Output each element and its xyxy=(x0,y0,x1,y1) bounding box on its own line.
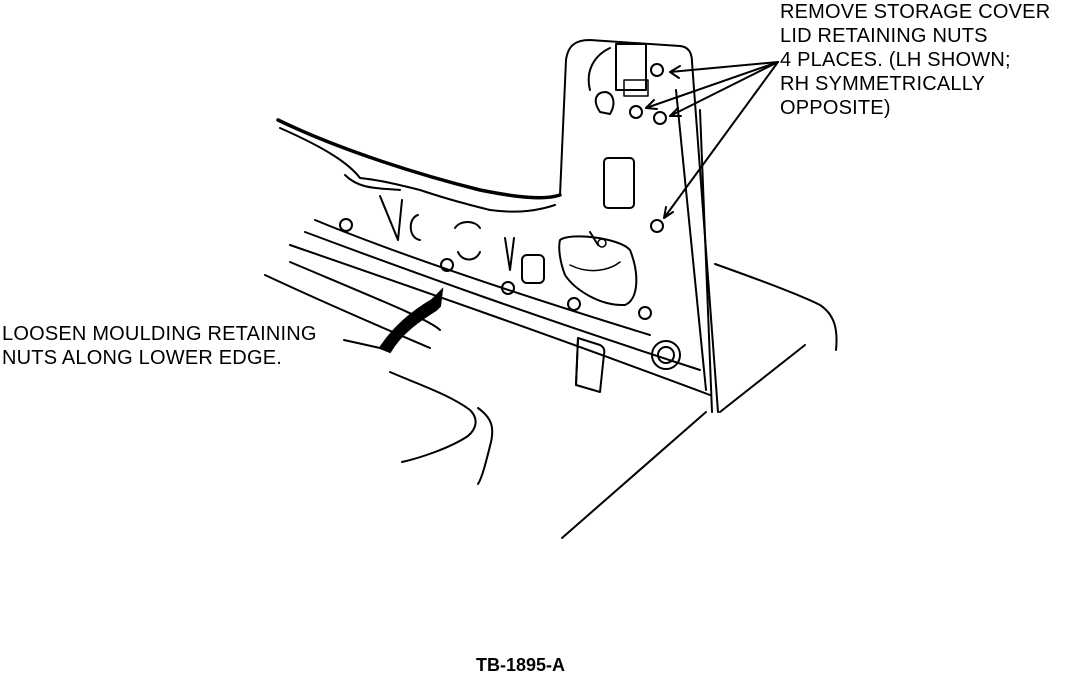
lower-moulding xyxy=(289,219,711,396)
clip-slot xyxy=(521,254,545,284)
grommet xyxy=(651,340,681,370)
cover-latch xyxy=(615,43,647,91)
storage-cover-bracket xyxy=(594,43,649,209)
callout-line: LOOSEN MOULDING RETAINING xyxy=(2,323,317,345)
lower-leader-arrow xyxy=(343,287,444,354)
nut-2 xyxy=(629,105,643,119)
bumper-tab xyxy=(575,337,606,393)
storage-cover-nuts xyxy=(629,63,667,233)
moulding-nut-5 xyxy=(638,306,652,320)
nut-4 xyxy=(650,219,664,233)
deck-surface xyxy=(264,261,838,539)
storage-cover-callout: REMOVE STORAGE COVER LID RETAINING NUTS … xyxy=(780,0,1050,120)
panel-slot xyxy=(603,157,635,209)
moulding-nut-2 xyxy=(440,258,454,272)
panel-markings xyxy=(379,195,607,271)
upper-leader-lines xyxy=(645,61,779,219)
moulding-nuts-callout: LOOSEN MOULDING RETAINING NUTS ALONG LOW… xyxy=(2,322,317,370)
callout-line: LID RETAINING NUTS xyxy=(780,25,988,47)
latch-tab xyxy=(623,79,649,97)
moulding-nut-1 xyxy=(339,218,353,232)
callout-line: NUTS ALONG LOWER EDGE. xyxy=(2,347,283,369)
callout-line: OPPOSITE) xyxy=(780,97,891,119)
callout-line: RH SYMMETRICALLY xyxy=(780,73,986,95)
moulding-nut-4 xyxy=(567,297,581,311)
upper-moulding-edge xyxy=(276,118,562,213)
curved-arrow xyxy=(378,287,444,354)
moulding-nuts xyxy=(339,218,652,320)
nut-3 xyxy=(653,111,667,125)
callout-line: 4 PLACES. (LH SHOWN; xyxy=(780,49,1011,71)
nut-1 xyxy=(650,63,664,77)
figure-id: TB-1895-A xyxy=(476,655,566,675)
moulding-nut-3 xyxy=(501,281,515,295)
callout-line: REMOVE STORAGE COVER xyxy=(780,1,1051,23)
